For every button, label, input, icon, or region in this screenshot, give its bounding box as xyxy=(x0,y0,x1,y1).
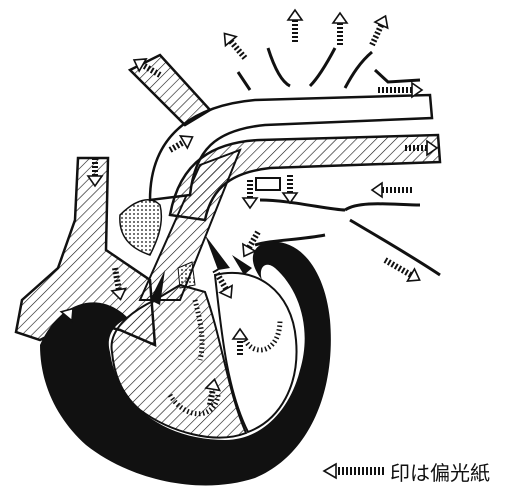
foramen-ovale xyxy=(120,200,162,255)
legend-text: 印は偏光紙 xyxy=(390,457,490,486)
hatched-arrow-icon xyxy=(322,462,388,480)
legend: 印は偏光紙 xyxy=(322,458,490,484)
